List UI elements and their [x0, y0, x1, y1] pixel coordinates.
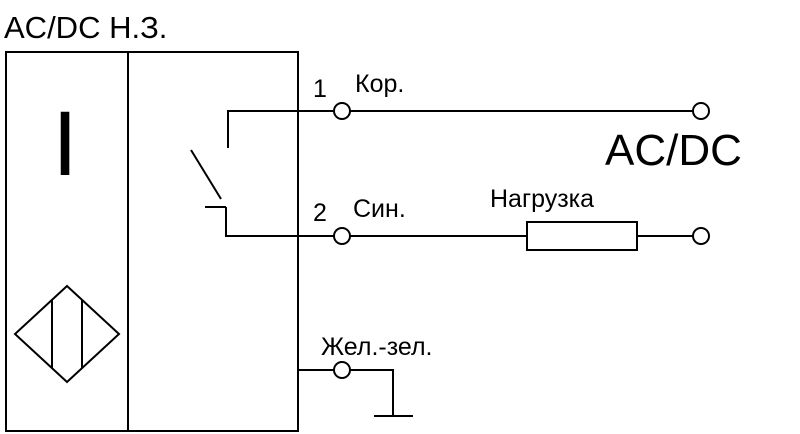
- diagram-title: AC/DC Н.З.: [4, 10, 167, 45]
- sensor-housing: [5, 51, 299, 432]
- terminal-2-number: 2: [313, 199, 327, 227]
- terminal-1-number: 1: [313, 75, 327, 103]
- terminal-ground-label: Жел.-зел.: [321, 333, 433, 361]
- nc-contact-icon: [190, 110, 342, 237]
- supply-terminal-1: [692, 102, 710, 120]
- terminal-ground: [333, 361, 351, 379]
- supply-terminal-2: [692, 227, 710, 245]
- resistor-icon: [526, 221, 638, 251]
- terminal-1-label: Кор.: [355, 70, 404, 98]
- terminal-1: [333, 102, 351, 120]
- terminal-2-label: Син.: [353, 195, 406, 223]
- inductive-sensor-diamond-icon: [13, 284, 121, 384]
- sensor-type-symbol: I: [52, 93, 78, 195]
- ground-icon: [350, 369, 413, 417]
- load-label: Нагрузка: [490, 185, 594, 213]
- supply-label: AC/DC: [605, 126, 742, 175]
- terminal-2: [333, 227, 351, 245]
